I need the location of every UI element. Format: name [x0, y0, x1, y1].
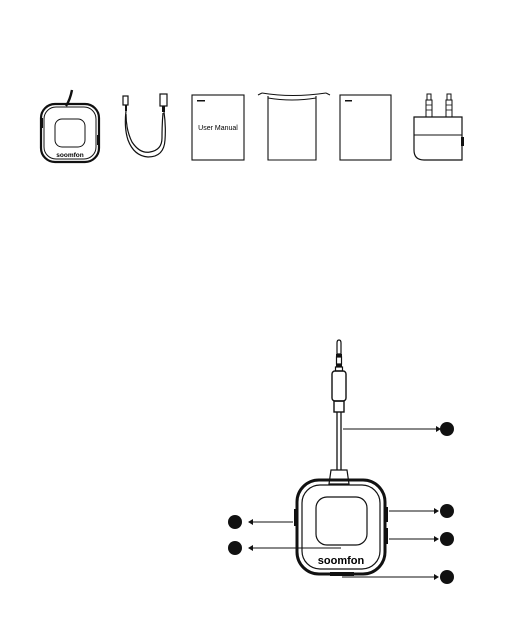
bottom-port[interactable]	[330, 572, 354, 576]
right-lower-button[interactable]	[384, 528, 388, 544]
item-warranty-card	[340, 95, 391, 160]
user-manual-label: User Manual	[198, 125, 238, 132]
item-storage-pouch	[258, 93, 330, 160]
item-user-manual: User Manual	[192, 95, 244, 160]
package-contents: soomfon User Manual	[40, 90, 464, 162]
item-transmitter-device: soomfon	[40, 90, 100, 162]
item-usb-cable	[123, 94, 167, 157]
callout-dot-bottom	[440, 570, 454, 584]
transmitter-device: soomfon	[294, 480, 388, 576]
right-upper-button[interactable]	[384, 507, 388, 522]
audio-jack-plug	[332, 340, 346, 412]
callout-dot-1	[440, 422, 454, 436]
audio-cable	[337, 412, 341, 470]
device-brand-small: soomfon	[56, 152, 83, 159]
device-diagram: soomfon	[228, 340, 454, 584]
callout-dot-right-lower	[440, 532, 454, 546]
left-upper-button[interactable]	[294, 509, 298, 526]
callout-dot-left-lower	[228, 541, 242, 555]
item-airplane-adapter	[414, 94, 464, 160]
callout-dot-left-upper	[228, 515, 242, 529]
device-brand-large: soomfon	[318, 555, 365, 567]
callout-dot-right-upper	[440, 504, 454, 518]
